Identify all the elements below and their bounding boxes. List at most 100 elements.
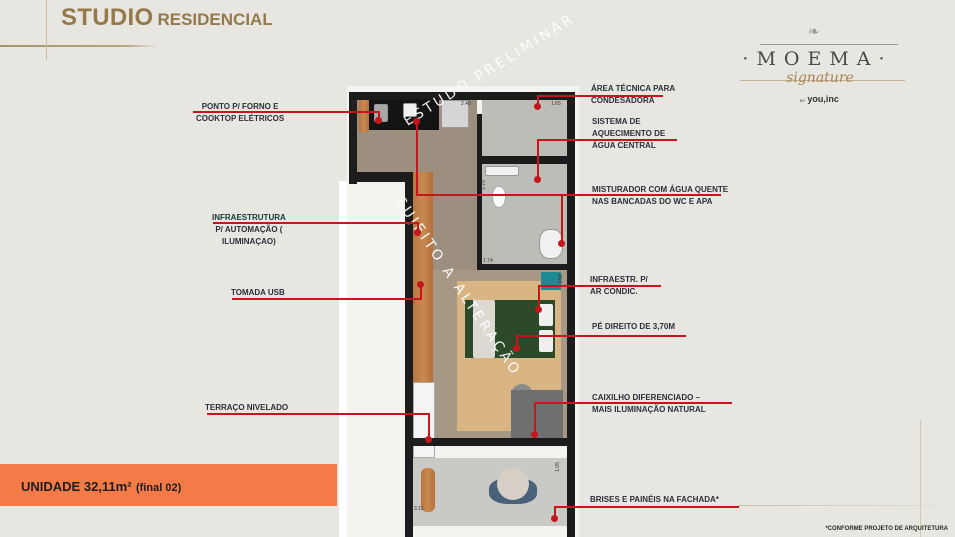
leader-line (193, 111, 379, 113)
title-sub: RESIDENCIAL (157, 10, 273, 29)
unit-area: UNIDADE 32,11m² (21, 479, 132, 494)
label-ar-condic: INFRAESTR. P/ AR CONDIC. (590, 274, 648, 298)
dimension-label: 1.50 (351, 100, 358, 110)
decorative-rule (920, 420, 921, 537)
label-line: CONDESADORA (591, 96, 655, 105)
label-line: NAS BANCADAS DO WC E APA (592, 197, 713, 206)
label-line: AQUECIMENTO DE (592, 129, 666, 138)
wall (349, 172, 411, 182)
leader-dot (375, 117, 382, 124)
label-line: TOMADA USB (231, 288, 285, 297)
label-usb: TOMADA USB (231, 287, 285, 299)
label-line: INFRAESTR. P/ (590, 275, 648, 284)
dimension-label: 1.65 (551, 101, 561, 107)
label-area-tecnica: ÁREA TÉCNICA PARA CONDESADORA (591, 83, 675, 107)
leader-line (538, 285, 540, 308)
label-line: CAIXILHO DIFERENCIADO – (592, 393, 701, 402)
wall (349, 92, 575, 100)
wardrobe (413, 382, 435, 458)
leader-line (561, 194, 563, 242)
logo-brand: ·MOEMA· (742, 48, 893, 70)
pillow (539, 304, 553, 326)
leader-dot (534, 103, 541, 110)
dimension-label: 3.58 (557, 274, 564, 284)
leader-line (232, 298, 422, 300)
leader-line (537, 95, 663, 97)
wall (349, 92, 357, 184)
round-table (497, 468, 529, 500)
leader-line (516, 335, 686, 337)
leader-dot (535, 306, 542, 313)
logo-rule (760, 44, 898, 45)
footnote: *CONFORME PROJETO DE ARQUITETURA (825, 526, 948, 532)
decorative-rule (738, 505, 938, 506)
leader-dot (417, 281, 424, 288)
leader-line (416, 121, 418, 196)
leader-line (420, 286, 422, 299)
logo-brand-text: MOEMA (756, 48, 879, 70)
label-terraco: TERRAÇO NIVELADO (205, 402, 288, 414)
bed-blanket (473, 300, 495, 358)
label-line: COOKTOP ELÉTRICOS (196, 114, 285, 123)
leader-line (213, 222, 418, 224)
label-caixilho: CAIXILHO DIFERENCIADO – MAIS ILUMINAÇÃO … (592, 392, 706, 416)
floor-plan: 1.50 2.40 1.65 1.70 1.74 3.58 3.09 1.05 … (339, 11, 579, 537)
label-line: BRISES E PAINÉIS NA FACHADA* (590, 495, 719, 504)
leader-line (534, 402, 536, 434)
leader-line (417, 222, 419, 231)
dimension-label: 3.11 (414, 506, 424, 512)
kitchen-sink (403, 103, 417, 117)
leader-dot (558, 240, 565, 247)
wall (477, 156, 567, 164)
dimension-label: 3.09 (414, 438, 424, 444)
label-line: AR CONDIC. (590, 287, 638, 296)
label-line: ÁGUA CENTRAL (592, 141, 656, 150)
leader-line (554, 506, 739, 508)
label-line: P/ AUTOMAÇÃO ( (215, 225, 283, 234)
label-line: ILUMINAÇAO) (222, 237, 276, 246)
logo-developer-text: you,inc (807, 94, 839, 104)
wall (477, 264, 567, 270)
leader-dot (413, 118, 420, 125)
dimension-label: 2.40 (461, 101, 471, 107)
logo-sig-line (740, 80, 905, 81)
fridge (441, 100, 469, 128)
label-line: MISTURADOR COM ÁGUA QUENTE (592, 185, 729, 194)
shower (485, 166, 519, 176)
leader-dot (531, 431, 538, 438)
decorative-rule (0, 45, 158, 47)
leader-line (537, 139, 677, 141)
leader-dot (551, 515, 558, 522)
dimension-label: 1.70 (480, 180, 487, 190)
label-line: PÉ DIREITO DE 3,70M (592, 322, 675, 331)
logo-by: BY (800, 98, 806, 103)
leader-line (534, 402, 732, 404)
bird-icon: ❧ (808, 23, 820, 39)
label-line: MAIS ILUMINAÇÃO NATURAL (592, 405, 706, 414)
unit-final: (final 02) (136, 482, 182, 494)
unit-info: UNIDADE 32,11m² (final 02) (21, 478, 181, 496)
dimension-label: 1.74 (483, 258, 493, 264)
label-line: INFRAESTRUTURA (212, 213, 286, 222)
label-forno-cooktop: PONTO P/ FORNO E COOKTOP ELÉTRICOS (196, 101, 284, 125)
bathroom-sink (539, 229, 563, 259)
wall (413, 438, 567, 446)
wall (477, 114, 482, 284)
leader-line (428, 413, 430, 439)
logo-tagline: signature (786, 70, 854, 86)
leader-line (538, 285, 661, 287)
label-misturador: MISTURADOR COM ÁGUA QUENTE NAS BANCADAS … (592, 184, 728, 208)
unit-banner: UNIDADE 32,11m² (final 02) (0, 464, 337, 506)
wall (405, 172, 413, 537)
wall (567, 92, 575, 537)
label-line: TERRAÇO NIVELADO (205, 403, 289, 412)
leader-line (378, 111, 380, 120)
kitchen-cabinet (359, 100, 369, 132)
leader-dot (513, 345, 520, 352)
label-automacao: INFRAESTRUTURA P/ AUTOMAÇÃO ( ILUMINAÇAO… (212, 212, 286, 248)
leader-dot (425, 436, 432, 443)
title-main: STUDIO (61, 4, 154, 31)
